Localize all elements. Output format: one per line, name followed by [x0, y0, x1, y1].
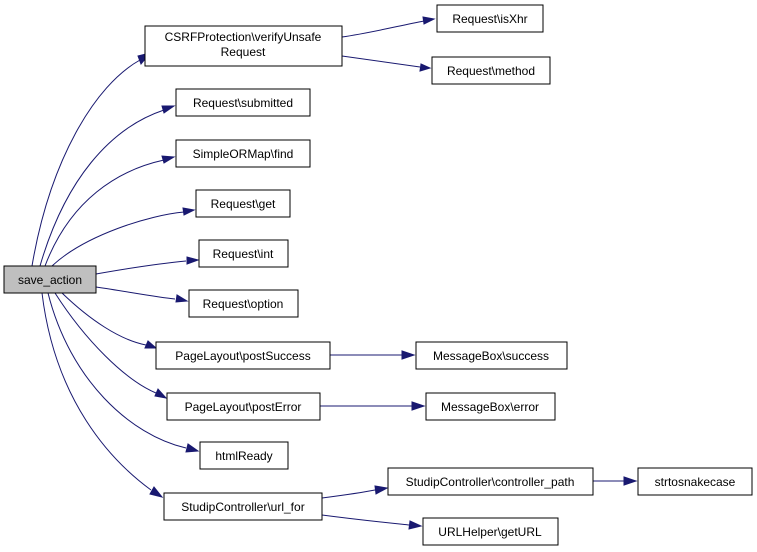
node-label: save_action [18, 273, 82, 287]
edge-save-action-to-urlfor [41, 292, 152, 491]
node-label: URLHelper\getURL [438, 525, 542, 539]
node-label: StudipController\url_for [181, 500, 304, 514]
arrowhead [411, 401, 426, 411]
node-request-isxhr[interactable]: Request\isXhr [436, 4, 544, 33]
node-label: SimpleORMap\find [193, 147, 294, 161]
arrowhead [419, 63, 432, 72]
edge-save-action-to-int [95, 260, 187, 275]
arrowhead [185, 443, 200, 453]
node-messagebox-error[interactable]: MessageBox\error [425, 392, 556, 421]
node-simpleormap-find[interactable]: SimpleORMap\find [175, 139, 311, 168]
node-save-action[interactable]: save_action [3, 265, 97, 294]
edge-save-action-to-find [44, 159, 165, 267]
arrowhead [182, 207, 196, 216]
arrowhead [408, 520, 423, 530]
node-label: MessageBox\success [433, 349, 549, 363]
node-label: MessageBox\error [441, 400, 539, 414]
node-urlhelper-geturl[interactable]: URLHelper\getURL [422, 517, 559, 546]
node-label: StudipController\controller_path [406, 475, 575, 489]
arrowhead [161, 155, 176, 164]
node-csrf-protection-verify-unsafe-request[interactable]: CSRFProtection\verifyUnsafe Request [144, 25, 343, 67]
node-label: Request\submitted [193, 96, 293, 110]
node-label-line-2: Request [221, 45, 266, 59]
edge-save-action-to-csrf [31, 59, 141, 267]
node-htmlready[interactable]: htmlReady [199, 441, 289, 470]
node-label: Request\method [447, 64, 535, 78]
edge-save-action-to-get [51, 211, 185, 267]
edge-save-action-to-option [95, 286, 176, 300]
node-studipcontroller-url-for[interactable]: StudipController\url_for [163, 492, 323, 521]
node-label: Request\get [211, 197, 276, 211]
arrowhead [149, 486, 164, 498]
arrowhead [175, 294, 189, 303]
edge-save-action-to-submitted [39, 109, 165, 267]
graph-edges [31, 16, 638, 530]
arrowhead [374, 485, 389, 495]
node-label-line-1: CSRFProtection\verifyUnsafe [165, 30, 322, 44]
edge-save-action-to-postsuccess [61, 292, 147, 346]
node-request-method[interactable]: Request\method [431, 56, 551, 85]
edge-urlfor-to-geturl [321, 514, 410, 526]
edge-urlfor-to-controllerpath [321, 489, 376, 499]
node-request-submitted[interactable]: Request\submitted [175, 88, 311, 117]
edge-csrf-to-method [341, 55, 421, 68]
node-strtosnakecase[interactable]: strtosnakecase [637, 467, 753, 496]
node-messagebox-success[interactable]: MessageBox\success [415, 341, 568, 370]
edge-save-action-to-htmlready [47, 292, 187, 449]
node-label: PageLayout\postError [185, 400, 302, 414]
node-pagelayout-postsuccess[interactable]: PageLayout\postSuccess [155, 341, 331, 370]
node-label: Request\option [203, 297, 284, 311]
node-request-int[interactable]: Request\int [198, 239, 289, 268]
edge-save-action-to-posterror [54, 292, 157, 394]
arrowhead [161, 105, 176, 114]
arrowhead [623, 476, 638, 486]
node-label: strtosnakecase [655, 475, 736, 489]
node-label: htmlReady [215, 449, 272, 463]
edge-csrf-to-isxhr [341, 20, 425, 38]
node-pagelayout-posterror[interactable]: PageLayout\postError [166, 392, 321, 421]
arrowhead [422, 16, 436, 25]
arrowhead [154, 388, 168, 399]
arrowhead [186, 256, 200, 265]
node-request-get[interactable]: Request\get [195, 189, 291, 218]
arrowhead [144, 340, 158, 349]
node-label: Request\isXhr [452, 12, 527, 26]
node-label: Request\int [213, 247, 274, 261]
node-request-option[interactable]: Request\option [188, 289, 299, 318]
node-studipcontroller-controller-path[interactable]: StudipController\controller_path [387, 467, 594, 496]
node-label: PageLayout\postSuccess [175, 349, 310, 363]
arrowhead [401, 350, 416, 360]
